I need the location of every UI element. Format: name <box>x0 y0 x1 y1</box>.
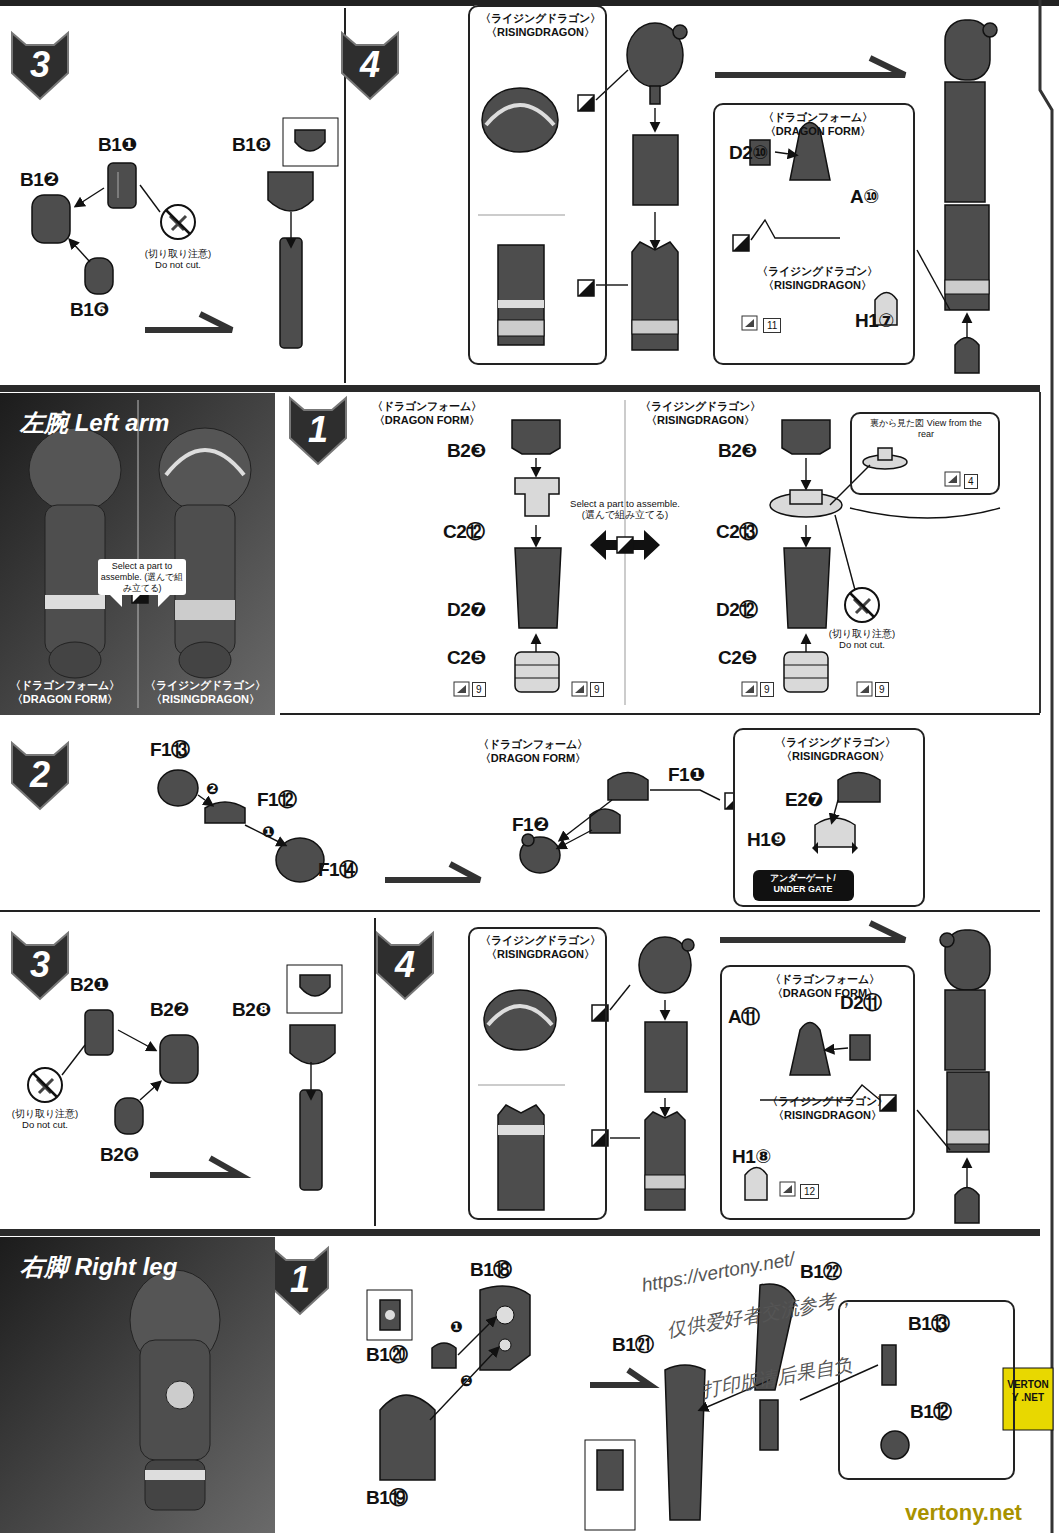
callout-number: 11 <box>763 318 781 333</box>
part-number: D2❼ <box>447 600 486 621</box>
site-logo: VERTONY .NET <box>1006 1378 1050 1404</box>
part-number: F1⑬ <box>150 740 190 761</box>
part-number: F1⑫ <box>257 790 297 811</box>
callout-number: 12 <box>800 1184 819 1199</box>
part-number: D2⑪ <box>840 993 882 1014</box>
variant-heading: 〈ライジングドラゴン〉 〈RISINGDRAGON〉 <box>480 934 601 962</box>
step-number: 3 <box>30 947 50 983</box>
part-number: A⑩ <box>850 187 879 208</box>
part-number: C2⑫ <box>443 522 485 543</box>
part-number: B1❻ <box>70 300 109 321</box>
part-number: B1❶ <box>98 135 137 156</box>
order-number: ❷ <box>460 1372 473 1390</box>
part-box: 〈ライジングドラゴン〉 〈RISINGDRAGON〉 E2❼ H1❾ アンダーゲート/… <box>733 728 925 907</box>
part-number: C2❺ <box>718 648 757 669</box>
part-number: B2❶ <box>70 975 109 996</box>
watermark: https://vertony.net/ <box>640 1248 796 1297</box>
part-number: F1❷ <box>512 815 549 836</box>
variant-heading: 〈ドラゴンフォーム〉 〈DRAGON FORM〉 <box>763 111 873 139</box>
part-number: B2❸ <box>718 441 757 462</box>
variant-heading: 〈ドラゴンフォーム〉 〈DRAGON FORM〉 <box>478 738 588 766</box>
part-box: 右脚 Right leg <box>0 1237 275 1533</box>
part-number: B1❷ <box>20 170 59 191</box>
part-box: 〈ライジングドラゴン〉 〈RISINGDRAGON〉 <box>468 927 607 1220</box>
order-number: ❷ <box>206 780 219 798</box>
variant-heading: 〈ライジングドラゴン〉 〈RISINGDRAGON〉 <box>640 400 761 428</box>
part-number: B1⑱ <box>470 1260 512 1281</box>
select-note: Select a part to assemble. (選んで組み立てる) <box>566 498 684 521</box>
part-number: B1㉒ <box>800 1262 842 1283</box>
part-number: E2❼ <box>785 790 823 811</box>
section-title: 左腕 Left arm <box>20 407 169 439</box>
part-number: A⑪ <box>728 1007 760 1028</box>
part-number: B1㉑ <box>612 1335 654 1356</box>
caution-note: (切り取り注意) Do not cut. <box>5 1108 85 1131</box>
part-number: B1⑬ <box>908 1314 950 1335</box>
step-number: 4 <box>395 947 415 983</box>
part-number: B1❽ <box>232 135 271 156</box>
part-number: B1⑳ <box>366 1345 408 1366</box>
variant-heading: 〈ライジングドラゴン〉 〈RISINGDRAGON〉 <box>767 1095 888 1123</box>
part-number: F1⑭ <box>318 860 358 881</box>
variant-heading: 〈ライジングドラゴン〉 〈RISINGDRAGON〉 <box>775 736 896 764</box>
gate-note: アンダーゲート/ UNDER GATE <box>758 873 848 895</box>
part-number: F1❶ <box>668 765 705 786</box>
part-number: C2⑬ <box>716 522 758 543</box>
part-number: B2❽ <box>232 1000 271 1021</box>
part-box: 裏から見た図 View from the rear 4 <box>850 412 1000 495</box>
variant-heading: 〈ライジングドラゴン〉 〈RISINGDRAGON〉 <box>145 679 266 707</box>
order-number: ❶ <box>262 823 275 841</box>
part-box: 左腕 Left armSelect a part to assemble. (選… <box>0 393 275 715</box>
part-number: B2❸ <box>447 441 486 462</box>
variant-heading: 〈ドラゴンフォーム〉 〈DRAGON FORM〉 <box>372 400 482 428</box>
callout-number: 9 <box>590 682 604 697</box>
watermark: vertony.net <box>905 1500 1022 1526</box>
callout-number: 4 <box>964 474 978 489</box>
variant-heading: 〈ライジングドラゴン〉 〈RISINGDRAGON〉 <box>480 12 601 40</box>
step-number: 2 <box>30 757 50 793</box>
part-box: 〈ドラゴンフォーム〉 〈DRAGON FORM〉 D2⑩ A⑩ 〈ライジングドラゴン〉… <box>713 103 915 365</box>
caution-note: (切り取り注意) Do not cut. <box>822 628 902 651</box>
step-number: 3 <box>30 47 50 83</box>
part-number: C2❺ <box>447 648 486 669</box>
part-number: B2❷ <box>150 1000 189 1021</box>
step-number: 4 <box>360 47 380 83</box>
watermark: 仅供爱好者交流参考， <box>665 1285 857 1344</box>
part-box: アンダーゲート/ UNDER GATE <box>753 870 854 901</box>
part-box: B1⑬ B1⑫ <box>838 1300 1015 1480</box>
variant-heading: 〈ライジングドラゴン〉 〈RISINGDRAGON〉 <box>757 265 878 293</box>
section-title: 右脚 Right leg <box>20 1251 177 1283</box>
part-number: B2❻ <box>100 1145 139 1166</box>
part-number: D2⑩ <box>729 143 768 164</box>
part-number: H1⑦ <box>855 311 894 332</box>
callout-number: 9 <box>472 682 486 697</box>
part-number: B1⑫ <box>910 1402 952 1423</box>
part-number: D2⑫ <box>716 600 758 621</box>
caution-note: (切り取り注意) Do not cut. <box>138 248 218 271</box>
order-number: ❶ <box>450 1318 463 1336</box>
select-note: Select a part to assemble. (選んで組み立てる) <box>98 559 186 595</box>
part-number: H1⑧ <box>732 1147 771 1168</box>
part-number: H1❾ <box>747 830 786 851</box>
callout-number: 9 <box>875 682 889 697</box>
variant-heading: 〈ドラゴンフォーム〉 〈DRAGON FORM〉 <box>10 679 120 707</box>
view-note: 裏から見た図 View from the rear <box>870 418 982 440</box>
step-number: 1 <box>290 1262 310 1298</box>
part-box: 〈ドラゴンフォーム〉 〈DRAGON FORM〉A⑪D2⑪〈ライジングドラゴン〉… <box>720 965 915 1220</box>
part-number: B1⑲ <box>366 1488 408 1509</box>
callout-number: 9 <box>760 682 774 697</box>
watermark: 打印版请后果自负 <box>700 1352 854 1404</box>
part-box: 〈ライジングドラゴン〉 〈RISINGDRAGON〉 <box>468 5 607 365</box>
step-number: 1 <box>308 412 328 448</box>
